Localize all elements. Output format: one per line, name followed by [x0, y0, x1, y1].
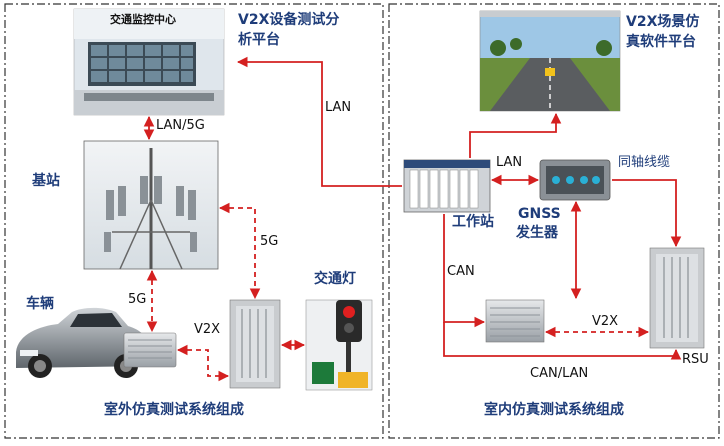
traffic-center-caption: 交通监控中心 [110, 13, 176, 26]
scene-sim-label-2: 真软件平台 [626, 34, 696, 50]
rsu-indoor-device [649, 247, 705, 349]
outdoor-panel [4, 3, 384, 439]
indoor-panel-title: 室内仿真测试系统组成 [484, 402, 624, 418]
link-label-can-lan: CAN/LAN [530, 366, 589, 381]
gnss-label-2: 发生器 [516, 225, 558, 241]
rsu-outdoor-device [229, 299, 281, 389]
gnss-label-1: GNSS [518, 206, 561, 222]
scene-sim-image [479, 10, 621, 112]
link-5g-rsu [218, 202, 261, 300]
outdoor-panel-title: 室外仿真测试系统组成 [104, 402, 244, 418]
link-label-lan-top: LAN [325, 100, 352, 115]
link-v2x-outdoor [176, 344, 230, 382]
scene-sim-label-1: V2X场景仿 [626, 14, 700, 30]
rsu-label: RSU [682, 352, 709, 367]
link-lan-platform [236, 56, 402, 187]
link-label-can: CAN [447, 264, 475, 279]
link-label-5g-left: 5G [128, 292, 147, 307]
link-workstation-scene [469, 112, 562, 158]
base-station-image [83, 140, 219, 270]
analysis-platform-label-1: V2X设备测试分 [238, 12, 340, 28]
link-can-lan [443, 322, 682, 360]
link-label-5g-top: 5G [260, 234, 279, 249]
analysis-platform-label-2: 析平台 [238, 32, 280, 48]
obu-device [123, 332, 177, 368]
workstation-device [403, 159, 491, 213]
base-station-label: 基站 [32, 173, 60, 189]
vehicle-label: 车辆 [26, 296, 54, 312]
gnss-device [539, 159, 611, 201]
traffic-light-label: 交通灯 [314, 271, 356, 287]
indoor-panel [388, 3, 720, 439]
link-label-v2x-left: V2X [194, 322, 221, 337]
link-coax [612, 179, 682, 248]
link-label-v2x-right: V2X [592, 314, 619, 329]
traffic-center-image [73, 8, 225, 116]
link-label-lan-right: LAN [496, 155, 523, 170]
link-label-lan-5g: LAN/5G [156, 118, 205, 133]
coax-label: 同轴线缆 [618, 155, 671, 170]
traffic-light-image [305, 299, 373, 391]
workstation-label: 工作站 [452, 214, 494, 230]
obu-indoor-device [485, 299, 545, 343]
